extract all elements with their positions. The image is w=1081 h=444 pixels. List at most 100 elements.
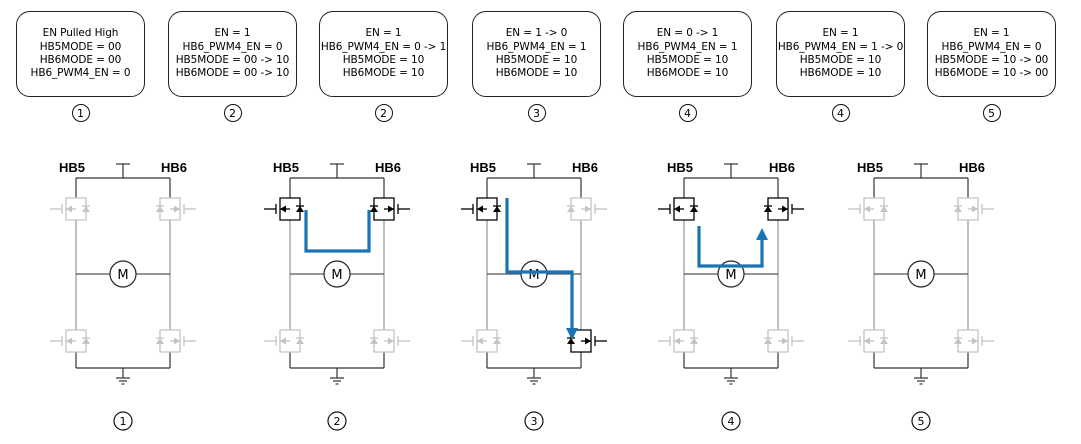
- ground-icon: [116, 377, 130, 385]
- hb6-label: HB6: [161, 160, 187, 175]
- mosfet-off: [370, 329, 410, 353]
- mosfet-off: [156, 329, 196, 353]
- h-bridge: M HB5 HB6 2: [264, 160, 410, 431]
- current-arrow: [566, 328, 578, 340]
- state-line: HB6_PWM4_EN = 0: [941, 40, 1042, 53]
- current-path: [505, 198, 574, 330]
- state-line: HB5MODE = 10: [646, 54, 729, 66]
- ground-icon: [527, 377, 541, 385]
- state-line: HB6MODE = 10 -> 00: [934, 67, 1049, 80]
- bridge-step-marker: [524, 411, 544, 431]
- mosfet-off: [264, 329, 304, 353]
- state-line: HB6_PWM4_EN = 0 -> 1: [320, 40, 447, 53]
- state-line: HB5MODE = 10 -> 00: [934, 54, 1049, 66]
- state-line: EN Pulled High: [42, 27, 119, 40]
- motor-label: M: [915, 268, 926, 283]
- motor-label: M: [117, 268, 128, 283]
- state-line: EN = 0 -> 1: [656, 27, 719, 40]
- mosfet-off: [848, 329, 888, 353]
- mosfet-off: [567, 197, 607, 221]
- ground-icon: [914, 377, 928, 385]
- bridge-step-marker: [911, 411, 931, 431]
- h-bridge: M HB5 HB6 4: [658, 160, 804, 431]
- state-step-marker: 2: [374, 104, 393, 122]
- bridge-step-number: 3: [531, 415, 538, 428]
- mosfet-off: [848, 197, 888, 221]
- hb5-label: HB5: [470, 160, 496, 175]
- bridge-step-number: 4: [728, 415, 735, 428]
- motor-icon: [907, 260, 935, 288]
- mosfet-off: [156, 197, 196, 221]
- hb5-label: HB5: [857, 160, 883, 175]
- state-line: HB6MODE = 10: [495, 67, 578, 80]
- state-step-marker: 3: [527, 104, 546, 122]
- state-step-marker: 4: [678, 104, 697, 122]
- state-line: HB5MODE = 00: [39, 40, 122, 53]
- motor-label: M: [725, 268, 736, 283]
- bridge-step-number: 1: [120, 415, 127, 428]
- state-line: EN = 1 -> 0: [505, 27, 568, 40]
- hb6-label: HB6: [375, 160, 401, 175]
- mosfet-off: [50, 197, 90, 221]
- state-step-marker: 5: [982, 104, 1001, 122]
- motor-icon: [520, 260, 548, 288]
- state-line: HB6MODE = 00 -> 10: [175, 67, 290, 80]
- state-line: HB6_PWM4_EN = 0: [182, 40, 283, 53]
- h-bridge: M HB5 HB6 5: [848, 160, 994, 431]
- mosfet-on: [764, 197, 804, 221]
- current-path: [697, 226, 764, 268]
- state-line: HB6MODE = 10: [342, 67, 425, 80]
- state-line: EN = 1: [214, 27, 251, 40]
- state-line: HB6MODE = 00: [39, 54, 122, 66]
- state-line: HB6MODE = 10: [646, 67, 729, 80]
- state-line: EN = 1: [973, 27, 1010, 40]
- state-line: HB6_PWM4_EN = 1 -> 0: [777, 40, 904, 53]
- hb5-label: HB5: [667, 160, 693, 175]
- motor-icon: [109, 260, 137, 288]
- state-line: HB6MODE = 10: [799, 67, 882, 80]
- state-line: HB5MODE = 10: [342, 54, 425, 66]
- state-line: EN = 1: [822, 27, 859, 40]
- current-arrow: [756, 228, 768, 240]
- mosfet-off: [461, 329, 501, 353]
- bridge-step-marker: [721, 411, 741, 431]
- mosfet-off: [658, 329, 698, 353]
- state-line: HB5MODE = 10: [495, 54, 578, 66]
- state-step-marker: 1: [71, 104, 90, 122]
- bridge-step-number: 5: [918, 415, 925, 428]
- mosfet-on: [264, 197, 304, 221]
- motor-icon: [323, 260, 351, 288]
- state-line: HB5MODE = 00 -> 10: [175, 54, 290, 66]
- h-bridge: M HB5 HB6 1: [50, 160, 196, 431]
- hb6-label: HB6: [769, 160, 795, 175]
- bridge-step-number: 2: [334, 415, 341, 428]
- mosfet-off: [764, 329, 804, 353]
- hb6-label: HB6: [959, 160, 985, 175]
- hb5-label: HB5: [59, 160, 85, 175]
- mosfet-off: [954, 197, 994, 221]
- motor-label: M: [331, 268, 342, 283]
- current-path: [304, 210, 371, 253]
- hb5-label: HB5: [273, 160, 299, 175]
- bridge-step-marker: [113, 411, 133, 431]
- ground-icon: [330, 377, 344, 385]
- hb6-label: HB6: [572, 160, 598, 175]
- mosfet-on: [370, 197, 410, 221]
- state-step-marker: 2: [223, 104, 242, 122]
- mosfet-off: [954, 329, 994, 353]
- state-line: HB5MODE = 10: [799, 54, 882, 66]
- mosfet-off: [50, 329, 90, 353]
- state-line: HB6_PWM4_EN = 1: [637, 40, 738, 53]
- mosfet-on: [658, 197, 698, 221]
- state-step-marker: 4: [831, 104, 850, 122]
- motor-label: M: [528, 268, 539, 283]
- state-line: HB6_PWM4_EN = 1: [486, 40, 587, 53]
